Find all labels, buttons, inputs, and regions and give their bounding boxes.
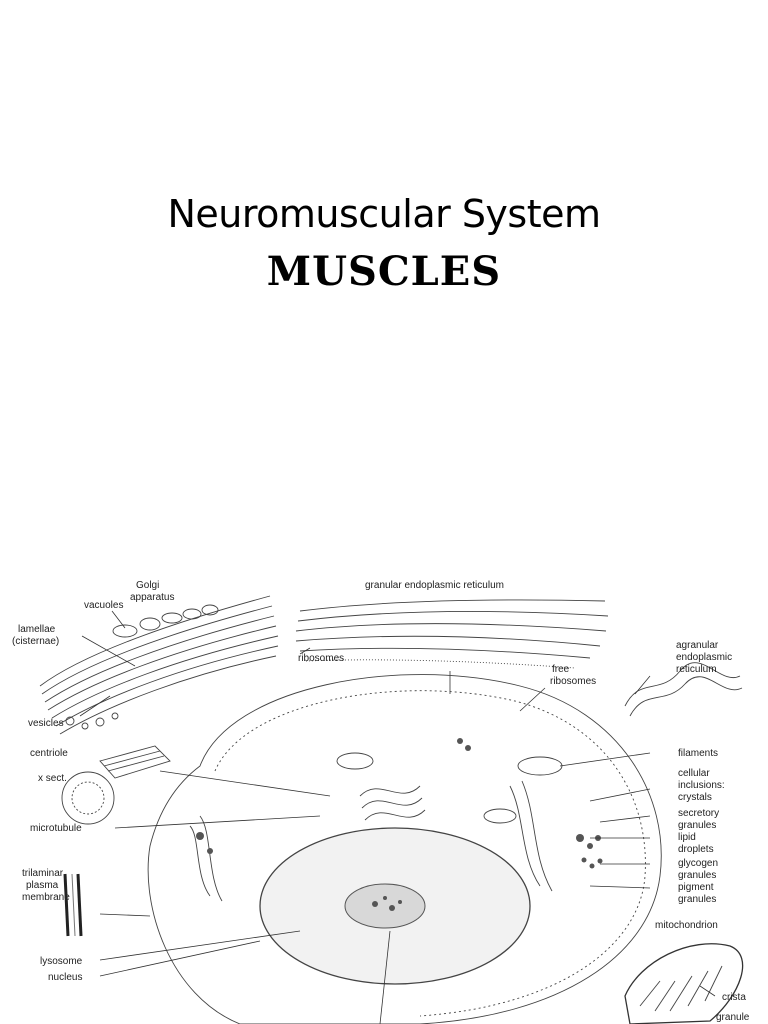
label-centriole: centriole [30, 748, 68, 759]
label-pigment-granules: granules [678, 894, 716, 905]
cell-diagram: Golgi apparatus granular endoplasmic ret… [12, 580, 750, 1024]
label-plasma: plasma [26, 880, 59, 891]
mitochondrion-drawing [624, 943, 744, 1024]
centriole-drawing [61, 745, 171, 825]
label-lysosome: lysosome [40, 956, 83, 967]
label-pigment: pigment [678, 882, 714, 893]
label-cisternae: (cisternae) [12, 636, 59, 647]
label-lipid: lipid [678, 832, 696, 843]
label-golgi: Golgi [136, 580, 159, 591]
golgi-apparatus-drawing [39, 595, 279, 735]
label-vesicles: vesicles [28, 718, 64, 729]
granular-er-drawing [295, 599, 609, 694]
agranular-er-drawing [624, 662, 743, 717]
label-nucleus: nucleus [48, 972, 82, 983]
nucleus-drawing [259, 827, 531, 985]
label-free-ribosomes: ribosomes [550, 676, 596, 687]
label-ribosomes: ribosomes [298, 653, 344, 664]
trilaminar-membrane-drawing [63, 873, 83, 937]
leader-lines [79, 610, 716, 1024]
label-glycogen: glycogen [678, 858, 718, 869]
label-secretory: secretory [678, 808, 719, 819]
label-glycogen-granules: granules [678, 870, 716, 881]
label-granular-er: granular endoplasmic reticulum [365, 580, 504, 591]
label-crista: crista [722, 992, 746, 1003]
cell-body [147, 674, 662, 1024]
label-vacuoles: vacuoles [84, 600, 123, 611]
slide-subtitle: MUSCLES [266, 248, 502, 295]
label-reticulum: reticulum [676, 664, 717, 675]
label-trilaminar: trilaminar [22, 868, 64, 879]
label-cellular: cellular [678, 768, 710, 779]
label-apparatus: apparatus [130, 592, 174, 603]
label-agranular: agranular [676, 640, 719, 651]
label-crystals: crystals [678, 792, 712, 803]
label-inclusions: inclusions: [678, 780, 725, 791]
label-lamellae: lamellae [18, 624, 56, 635]
label-filaments: filaments [678, 748, 718, 759]
label-granule: granule [716, 1012, 750, 1023]
label-droplets: droplets [678, 844, 714, 855]
label-microtubule: microtubule [30, 823, 82, 834]
label-membrane: membrane [22, 892, 70, 903]
label-free: free [552, 664, 570, 675]
label-x-sect: x sect. [38, 773, 67, 784]
slide-title: Neuromuscular System [167, 192, 601, 236]
label-secretory-granules: granules [678, 820, 716, 831]
label-endoplasmic: endoplasmic [676, 652, 732, 663]
label-mitochondrion: mitochondrion [655, 920, 718, 931]
